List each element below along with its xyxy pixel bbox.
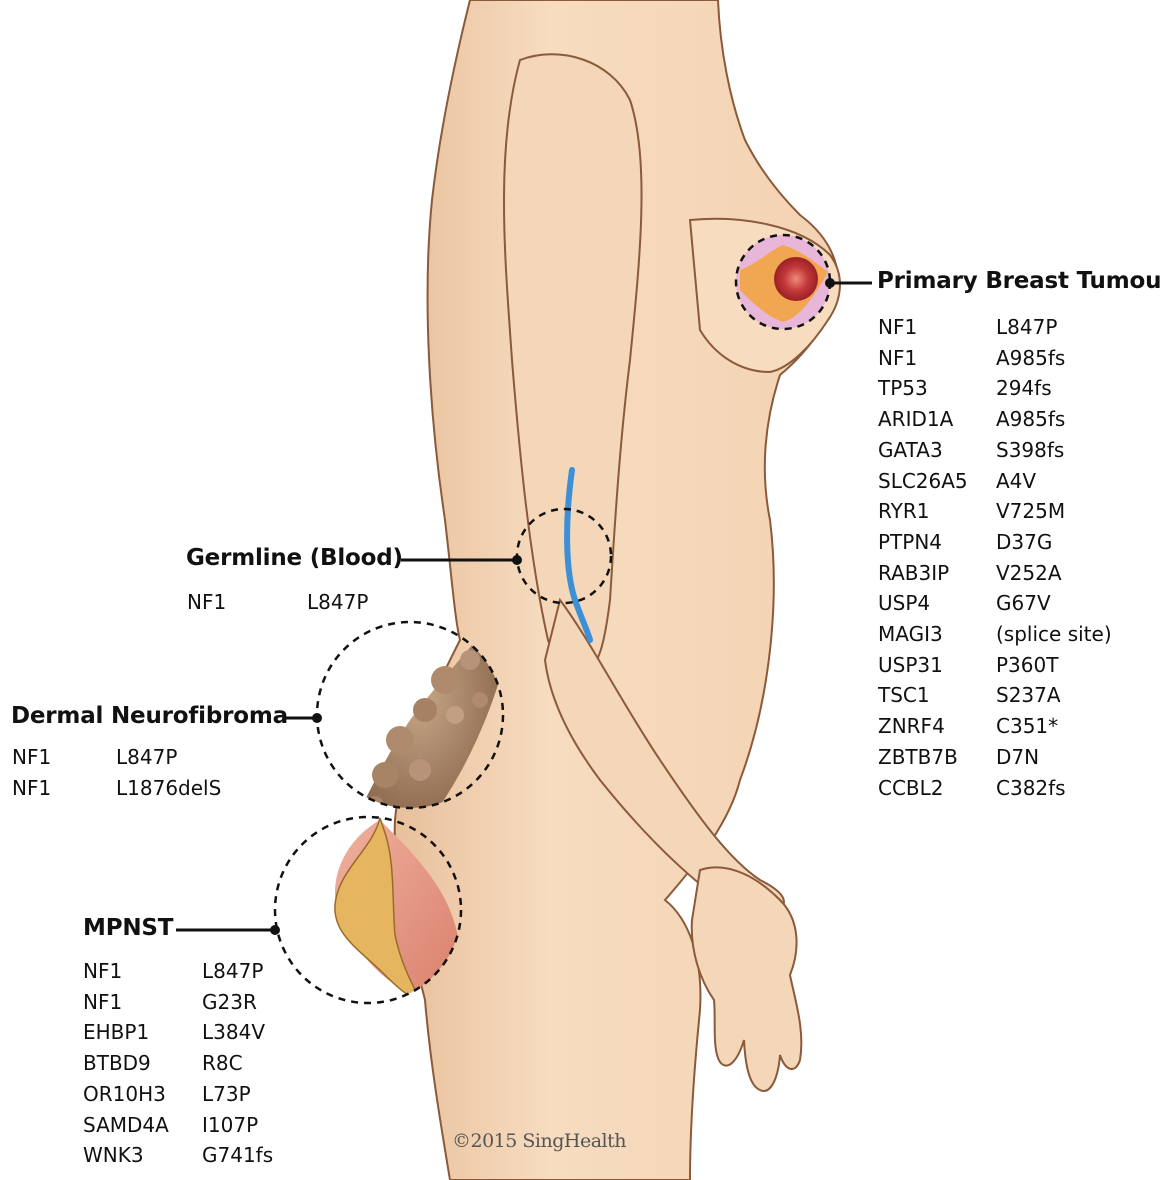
gene-name: PTPN4 [878, 527, 996, 558]
gene-name: NF1 [878, 312, 996, 343]
gene-name: USP4 [878, 588, 996, 619]
mutation-change: L847P [307, 587, 368, 618]
gene-name: RYR1 [878, 496, 996, 527]
mutation-change: G741fs [202, 1140, 273, 1171]
copyright-credit: ©2015 SingHealth [452, 1130, 626, 1152]
mpnst-inset [275, 817, 461, 1003]
breast-tumour-inset [736, 235, 830, 329]
mutation-change: S237A [996, 680, 1061, 711]
mutation-change: V252A [996, 558, 1062, 589]
mutation-change: L847P [996, 312, 1057, 343]
gene-name: NF1 [12, 742, 116, 773]
mutation-change: C351* [996, 711, 1058, 742]
gene-name: BTBD9 [83, 1048, 202, 1079]
gene-name: EHBP1 [83, 1017, 202, 1048]
gene-name: NF1 [83, 987, 202, 1018]
gene-name: RAB3IP [878, 558, 996, 589]
gene-name: NF1 [83, 956, 202, 987]
breast-tumour-heading: Primary Breast Tumour [877, 268, 1163, 294]
gene-name: ZNRF4 [878, 711, 996, 742]
mutation-change: L73P [202, 1079, 251, 1110]
mutation-change: A985fs [996, 404, 1065, 435]
gene-name: NF1 [187, 587, 307, 618]
mutation-change: A985fs [996, 343, 1065, 374]
gene-name: CCBL2 [878, 773, 996, 804]
mutation-change: D7N [996, 742, 1039, 773]
mutation-change: L847P [202, 956, 263, 987]
gene-name: MAGI3 [878, 619, 996, 650]
mutation-change: S398fs [996, 435, 1064, 466]
gene-name: OR10H3 [83, 1079, 202, 1110]
gene-name: ZBTB7B [878, 742, 996, 773]
mutation-change: I107P [202, 1110, 258, 1141]
gene-name: TSC1 [878, 680, 996, 711]
mutation-change: P360T [996, 650, 1058, 681]
mutation-change: 294fs [996, 373, 1052, 404]
mutation-change: L1876delS [116, 773, 221, 804]
germline-heading: Germline (Blood) [186, 545, 403, 571]
mutation-row: MAGI3(splice site) [878, 619, 1112, 650]
mutation-change: (splice site) [996, 619, 1112, 650]
dermal-neurofibroma-heading: Dermal Neurofibroma [11, 703, 288, 729]
mutation-change: V725M [996, 496, 1065, 527]
mutation-change: R8C [202, 1048, 243, 1079]
mutation-change: D37G [996, 527, 1052, 558]
mutation-change: L847P [116, 742, 177, 773]
gene-name: NF1 [12, 773, 116, 804]
gene-name: TP53 [878, 373, 996, 404]
mutation-change: L384V [202, 1017, 265, 1048]
gene-name: ARID1A [878, 404, 996, 435]
mutation-change: A4V [996, 466, 1036, 497]
gene-name: NF1 [878, 343, 996, 374]
mutation-change: G67V [996, 588, 1051, 619]
gene-name: WNK3 [83, 1140, 202, 1171]
gene-name: GATA3 [878, 435, 996, 466]
mutation-change: C382fs [996, 773, 1066, 804]
gene-name: USP31 [878, 650, 996, 681]
mutation-change: G23R [202, 987, 257, 1018]
gene-name: SLC26A5 [878, 466, 996, 497]
hand [692, 867, 802, 1091]
mpnst-heading: MPNST [83, 915, 173, 941]
gene-name: SAMD4A [83, 1110, 202, 1141]
